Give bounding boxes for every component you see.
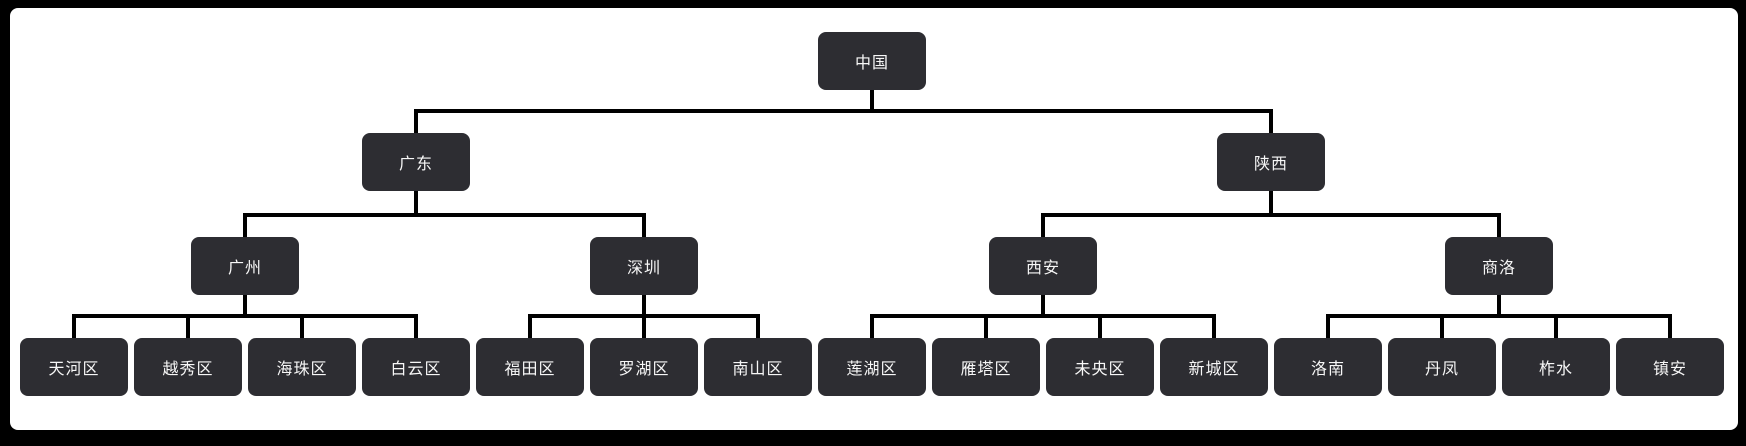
tree-node[interactable]: 柞水 <box>1502 338 1610 396</box>
tree-node-label: 广东 <box>398 156 433 173</box>
tree-node[interactable]: 莲湖区 <box>818 338 926 396</box>
tree-node[interactable]: 陕西 <box>1217 133 1325 191</box>
tree-node[interactable]: 福田区 <box>476 338 584 396</box>
tree-node[interactable]: 洛南 <box>1274 338 1382 396</box>
tree-node-label: 越秀区 <box>162 361 214 378</box>
tree-node[interactable]: 海珠区 <box>248 338 356 396</box>
tree-node-label: 陕西 <box>1253 156 1288 173</box>
tree-node[interactable]: 新城区 <box>1160 338 1268 396</box>
tree-node-label: 柞水 <box>1538 361 1573 378</box>
tree-node-label: 南山区 <box>732 361 784 378</box>
tree-node-label: 福田区 <box>504 361 556 378</box>
tree-node[interactable]: 越秀区 <box>134 338 242 396</box>
tree-node-label: 中国 <box>854 55 889 72</box>
tree-node-label: 雁塔区 <box>960 361 1012 378</box>
tree-node[interactable]: 广州 <box>191 237 299 295</box>
tree-node[interactable]: 南山区 <box>704 338 812 396</box>
tree-node[interactable]: 丹凤 <box>1388 338 1496 396</box>
tree-node-label: 丹凤 <box>1424 361 1459 378</box>
tree-node-label: 白云区 <box>390 361 442 378</box>
tree-node-label: 罗湖区 <box>618 361 670 378</box>
tree-node-label: 西安 <box>1025 260 1060 277</box>
tree-node[interactable]: 镇安 <box>1616 338 1724 396</box>
tree-node[interactable]: 雁塔区 <box>932 338 1040 396</box>
tree-node-label: 商洛 <box>1481 260 1516 277</box>
tree-node[interactable]: 中国 <box>818 32 926 90</box>
tree-node-label: 天河区 <box>48 361 100 378</box>
tree-node-label: 洛南 <box>1310 361 1345 378</box>
tree-node[interactable]: 天河区 <box>20 338 128 396</box>
tree-node-label: 镇安 <box>1652 361 1687 378</box>
tree-node-label: 海珠区 <box>276 361 328 378</box>
tree-node[interactable]: 罗湖区 <box>590 338 698 396</box>
tree-node[interactable]: 白云区 <box>362 338 470 396</box>
tree-node[interactable]: 深圳 <box>590 237 698 295</box>
tree-node[interactable]: 商洛 <box>1445 237 1553 295</box>
tree-node[interactable]: 西安 <box>989 237 1097 295</box>
tree-node-label: 莲湖区 <box>846 361 898 378</box>
tree-node[interactable]: 未央区 <box>1046 338 1154 396</box>
tree-node-label: 新城区 <box>1188 361 1240 378</box>
tree-node-label: 深圳 <box>626 260 661 277</box>
tree-node[interactable]: 广东 <box>362 133 470 191</box>
tree-node-label: 未央区 <box>1074 361 1126 378</box>
tree-node-label: 广州 <box>227 260 262 277</box>
